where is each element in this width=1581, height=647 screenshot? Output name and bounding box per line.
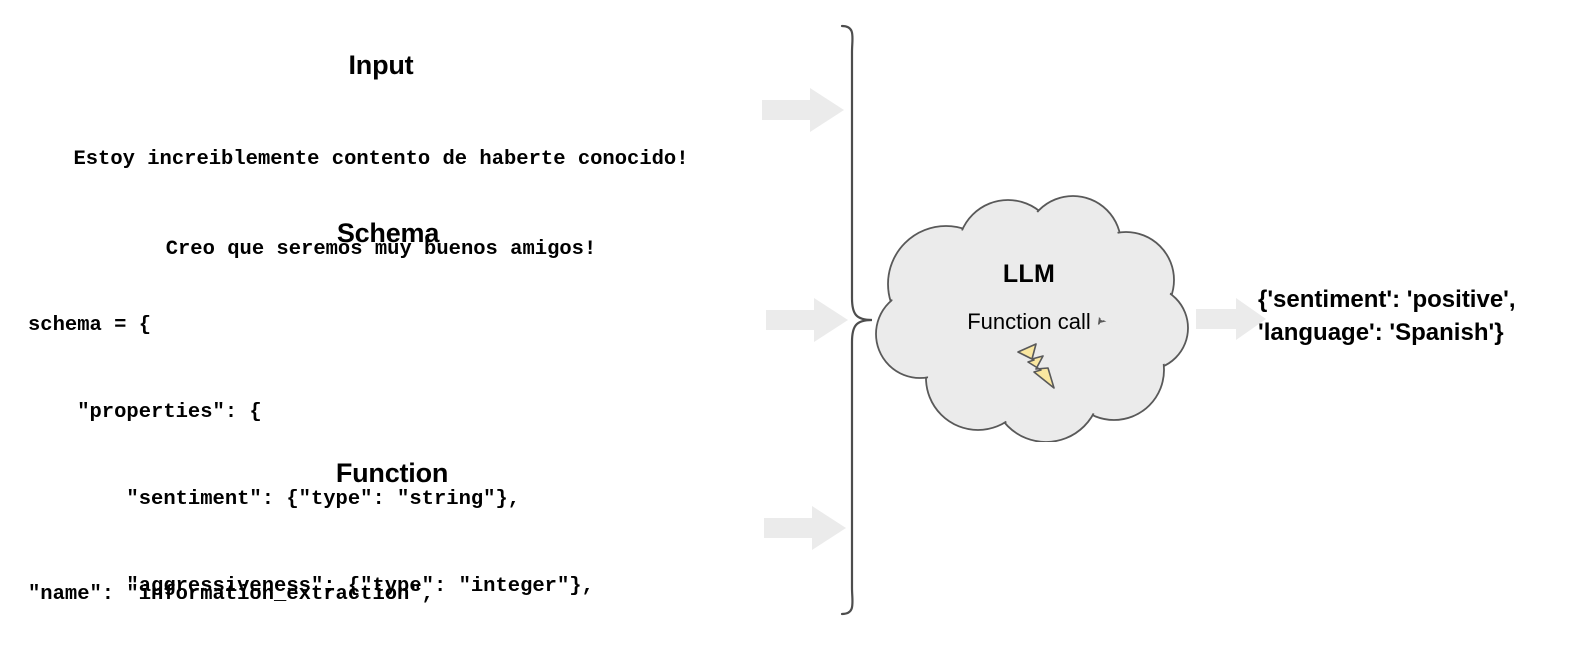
function-text-block: "name": "information_extraction", "descr… xyxy=(28,492,717,647)
grouping-brace xyxy=(840,24,873,616)
schema-line-1: schema = { xyxy=(28,314,152,337)
schema-text-block: schema = { "properties": { "sentiment": … xyxy=(28,253,594,647)
arrow-input-to-model-icon xyxy=(762,88,844,132)
schema-line-4: "aggressiveness": {"type": "integer"}, xyxy=(28,575,594,598)
output-line-1: {'sentiment': 'positive', xyxy=(1258,286,1516,313)
output-text-block: {'sentiment': 'positive', 'language': 'S… xyxy=(1258,283,1516,349)
schema-heading: Schema xyxy=(336,218,440,248)
arrow-function-to-model-icon xyxy=(764,506,846,550)
arrow-schema-to-model-icon xyxy=(766,298,848,342)
input-line-1: Estoy increiblemente contento de haberte… xyxy=(73,148,689,171)
schema-line-3: "sentiment": {"type": "string"}, xyxy=(28,488,521,511)
input-line-2: Creo que seremos muy buenos amigos! xyxy=(165,238,597,261)
input-text-block: Estoy increiblemente contento de haberte… xyxy=(30,85,732,325)
cloud-shape-icon xyxy=(875,195,1189,442)
llm-cloud: LLM Function call xyxy=(868,192,1190,442)
output-line-2: 'language': 'Spanish'} xyxy=(1258,319,1504,346)
lightning-bolt-icon xyxy=(1017,343,1055,389)
schema-line-2: "properties": { xyxy=(28,401,262,424)
input-heading: Input xyxy=(348,50,414,80)
function-heading: Function xyxy=(335,458,449,488)
arrow-model-to-output-icon xyxy=(1196,298,1266,340)
function-line-1: "name": "information_extraction", xyxy=(28,583,434,606)
